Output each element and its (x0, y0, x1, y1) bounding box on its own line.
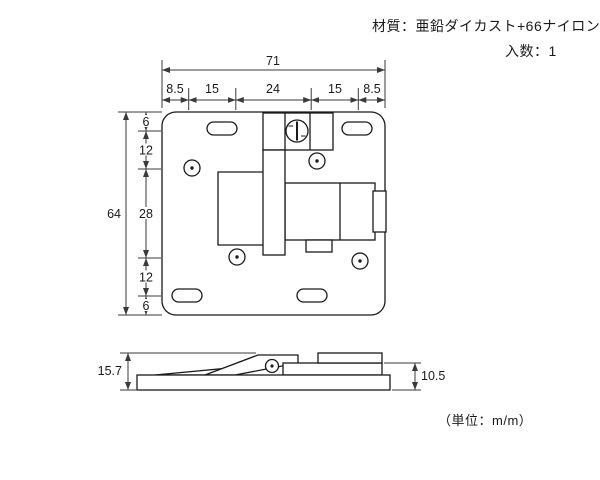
slot-top-left (206, 121, 238, 136)
dim-width-seg-5: 8.5 (363, 82, 380, 96)
screw-icon (285, 119, 309, 143)
front-view-dimensions: 71 8.5 15 24 15 8.5 64 (107, 54, 386, 316)
hole-lower-right (351, 252, 369, 270)
dim-width-seg-2: 15 (205, 82, 219, 96)
side-view-dimensions: 15.7 10.5 (98, 352, 445, 391)
side-pivot (264, 358, 280, 374)
dim-height-total: 64 (107, 207, 121, 221)
dim-width-total: 71 (266, 54, 280, 68)
dim-width-seg-1: 8.5 (166, 82, 183, 96)
dim-width-seg-4: 15 (328, 82, 342, 96)
right-latch-tab (372, 190, 387, 233)
hole-upper-right (308, 152, 326, 170)
slot-bottom-left (171, 288, 203, 303)
quantity-note: 入数：1 (505, 43, 557, 59)
slot-top-right (341, 121, 373, 136)
dim-height-seg-4: 12 (139, 271, 153, 285)
slot-bottom-right (296, 288, 328, 303)
material-note: 材質：亜鉛ダイカスト+66ナイロン (372, 18, 600, 34)
bottom-tab (305, 239, 333, 253)
side-base-plate (136, 374, 391, 391)
dim-side-right: 10.5 (421, 369, 445, 383)
hole-lower-left (228, 248, 246, 266)
unit-note: （単位：m/m） (438, 413, 533, 428)
slider-bar (262, 149, 286, 256)
left-arm (217, 171, 264, 246)
dim-height-seg-3: 28 (139, 207, 153, 221)
side-top-plate (317, 352, 383, 364)
side-raised-block (282, 362, 383, 376)
side-view (136, 352, 391, 391)
dim-width-seg-3: 24 (266, 82, 280, 96)
dim-height-seg-5: 6 (143, 299, 150, 313)
dim-side-left: 15.7 (98, 364, 122, 378)
hole-upper-left (183, 159, 201, 177)
dim-height-seg-1: 6 (143, 115, 150, 129)
front-view (161, 111, 387, 316)
dim-height-seg-2: 12 (139, 144, 153, 158)
right-latch-body (284, 182, 376, 241)
